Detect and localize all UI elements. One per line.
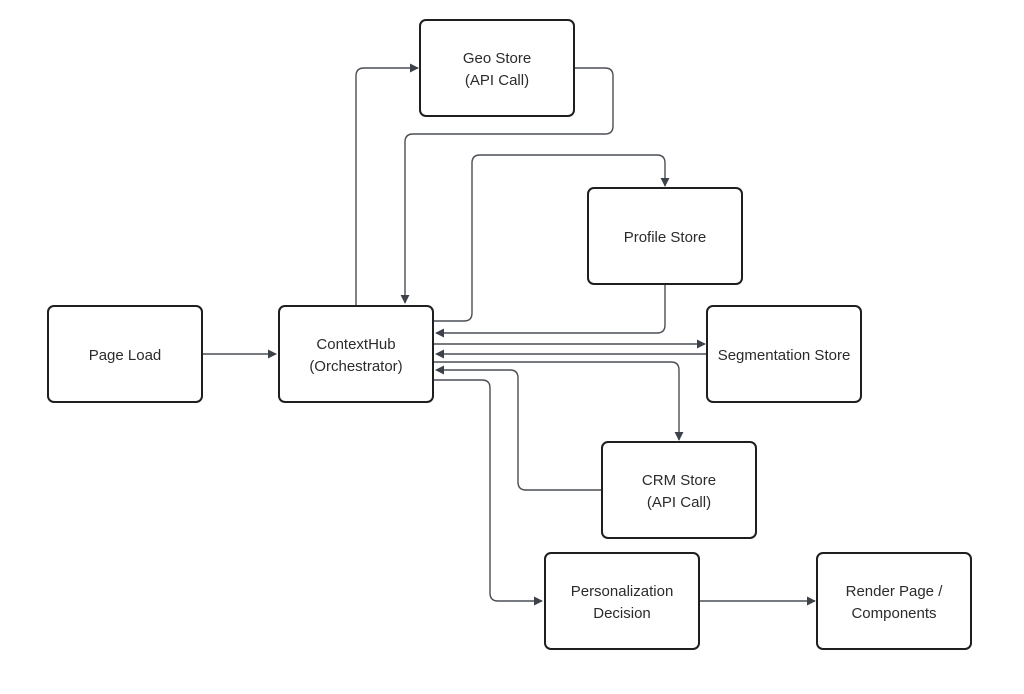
edge-contexthub-to-profile-store [434, 154, 670, 322]
node-contexthub-label-line1: ContextHub [316, 336, 395, 353]
node-profile-store-label: Profile Store [624, 229, 707, 246]
node-segmentation-store: Segmentation Store [706, 305, 862, 403]
node-page-load: Page Load [47, 305, 203, 403]
node-geo-store-label-line2: (API Call) [465, 72, 529, 89]
edge-contexthub-to-crm-store [434, 361, 684, 441]
node-render-page-label-line1: Render Page / [846, 583, 944, 600]
node-render-page: Render Page / Components [816, 552, 972, 650]
node-personalization-decision: Personalization Decision [544, 552, 700, 650]
node-contexthub-label-line2: (Orchestrator) [309, 358, 402, 375]
edge-contexthub-to-personalization-decision [434, 379, 543, 606]
edge-crm-store-to-contexthub [435, 365, 601, 491]
node-geo-store-label-line1: Geo Store [463, 50, 531, 67]
node-render-page-label-line2: Components [851, 605, 936, 622]
edge-contexthub-to-geo-store [355, 63, 419, 305]
node-contexthub: ContextHub (Orchestrator) [278, 305, 434, 403]
edge-profile-store-to-contexthub [435, 285, 666, 338]
edges [203, 63, 816, 606]
node-crm-store: CRM Store (API Call) [601, 441, 757, 539]
node-crm-store-label-line1: CRM Store [642, 472, 716, 489]
node-segmentation-store-label: Segmentation Store [718, 347, 851, 364]
node-personalization-decision-label-line2: Decision [593, 605, 651, 622]
node-profile-store: Profile Store [587, 187, 743, 285]
node-personalization-decision-label-line1: Personalization [571, 583, 674, 600]
node-geo-store: Geo Store (API Call) [419, 19, 575, 117]
node-page-load-label: Page Load [89, 347, 162, 364]
edge-geo-store-to-contexthub [400, 67, 614, 304]
node-crm-store-label-line2: (API Call) [647, 494, 711, 511]
